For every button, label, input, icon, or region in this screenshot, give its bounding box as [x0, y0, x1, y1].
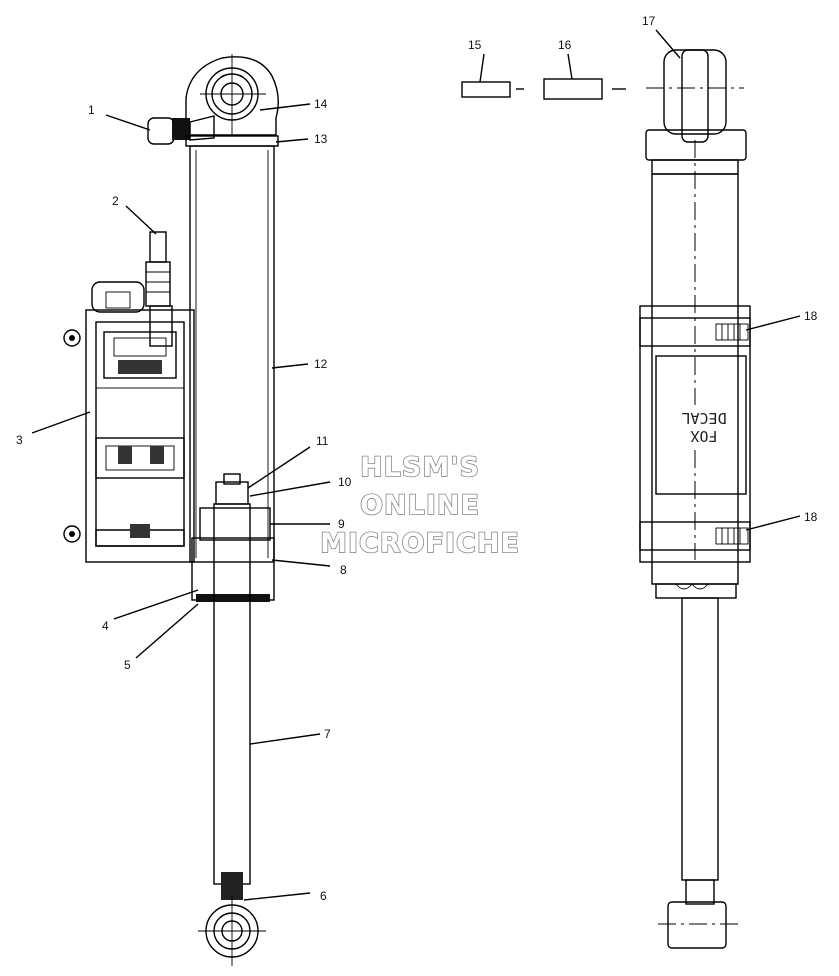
callout-18-bottom: 18 [804, 510, 818, 524]
callout-2: 2 [112, 194, 119, 208]
spacer-16 [543, 78, 603, 100]
callout-18-top: 18 [804, 309, 818, 323]
callout-9: 9 [338, 517, 345, 531]
clamp-ribs-bottom [715, 527, 749, 545]
piston-shaft [213, 503, 251, 885]
callout-4: 4 [102, 619, 109, 633]
watermark-line2: ONLINE [360, 490, 480, 521]
callout-15: 15 [468, 38, 482, 52]
callout-6: 6 [320, 889, 327, 903]
leader-lines [31, 29, 801, 901]
callout-11: 11 [316, 434, 329, 448]
exterior-shaft [681, 597, 719, 881]
callout-5: 5 [124, 658, 131, 672]
callout-16: 16 [558, 38, 572, 52]
decal-text-line1: FOX [690, 427, 717, 445]
top-eye [663, 49, 727, 135]
callout-8: 8 [340, 563, 347, 577]
callout-10: 10 [338, 475, 352, 489]
callout-12: 12 [314, 357, 328, 371]
callout-1: 1 [88, 103, 95, 117]
decal-text-line2: DECAL [681, 409, 726, 427]
schrader-valve [149, 231, 167, 263]
top-eyelet [185, 56, 279, 136]
reservoir-section [63, 231, 195, 563]
shock-cutaway-view [63, 54, 279, 966]
callout-17: 17 [642, 14, 656, 28]
watermark-line3: MICROFICHE [320, 528, 520, 559]
spacer-15 [461, 81, 511, 98]
bottom-eye [667, 901, 727, 949]
watermark: HLSM'S ONLINE MICROFICHE [319, 451, 520, 560]
callout-13: 13 [314, 132, 328, 146]
watermark-line1: HLSM'S [360, 452, 480, 483]
body-tube [189, 145, 275, 563]
callout-7: 7 [324, 727, 331, 741]
callout-labels: 1 2 3 4 5 6 7 8 9 10 11 12 13 14 15 16 1… [16, 14, 818, 903]
callout-3: 3 [16, 433, 23, 447]
clamp-ribs-top [715, 323, 749, 341]
fox-decal [655, 355, 747, 495]
shock-exterior-view: FOX DECAL [461, 49, 751, 949]
hose-fitting [147, 117, 175, 145]
callout-14: 14 [314, 97, 328, 111]
